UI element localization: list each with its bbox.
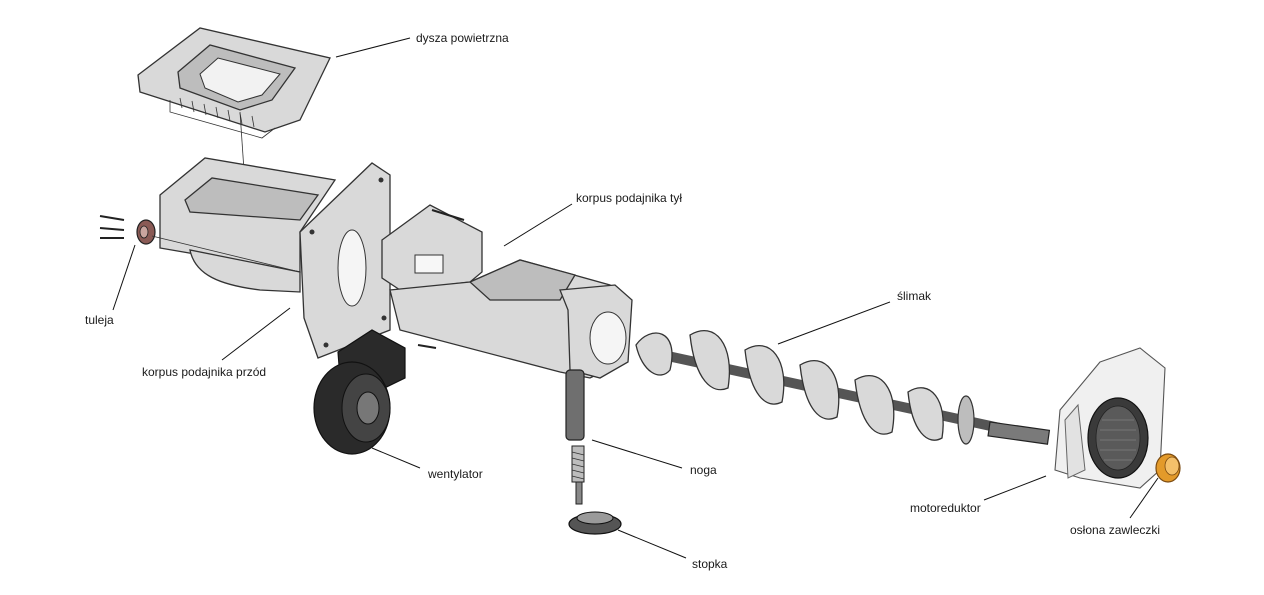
label-fan: wentylator [427,467,483,481]
fan-part [313,329,437,455]
leader-oslona [1129,477,1159,519]
label-air-nozzle: dysza powietrzna [416,31,509,45]
leader-dysza [335,37,411,58]
leader-korpus-tyl [503,203,573,247]
leader-slimak [777,301,891,345]
leader-korpus-przod [221,307,291,361]
label-bushing: tuleja [85,313,114,327]
label-leg: noga [690,463,717,477]
cotter-pin-cover-part [1155,453,1181,483]
leader-wentylator [371,447,421,469]
leg-part [565,369,585,505]
leader-tuleja [112,244,136,311]
label-front-feeder-body: korpus podajnika przód [142,365,266,379]
gear-motor-part [1054,347,1166,489]
air-nozzle-part [137,27,331,201]
leader-stopka [617,529,687,559]
front-feeder-body-part [159,157,391,359]
label-rear-feeder-body: korpus podajnika tył [576,191,682,205]
leader-motoreduktor [983,475,1047,501]
foot-part [568,511,622,535]
bushing-part [99,215,301,273]
leader-noga [591,439,683,469]
label-cotter-pin-cover: osłona zawleczki [1070,523,1160,537]
label-foot: stopka [692,557,728,571]
label-screw-auger: ślimak [897,289,932,303]
rear-feeder-body-part [381,204,633,379]
screw-auger-part [635,330,1051,445]
label-gear-motor: motoreduktor [910,501,981,515]
